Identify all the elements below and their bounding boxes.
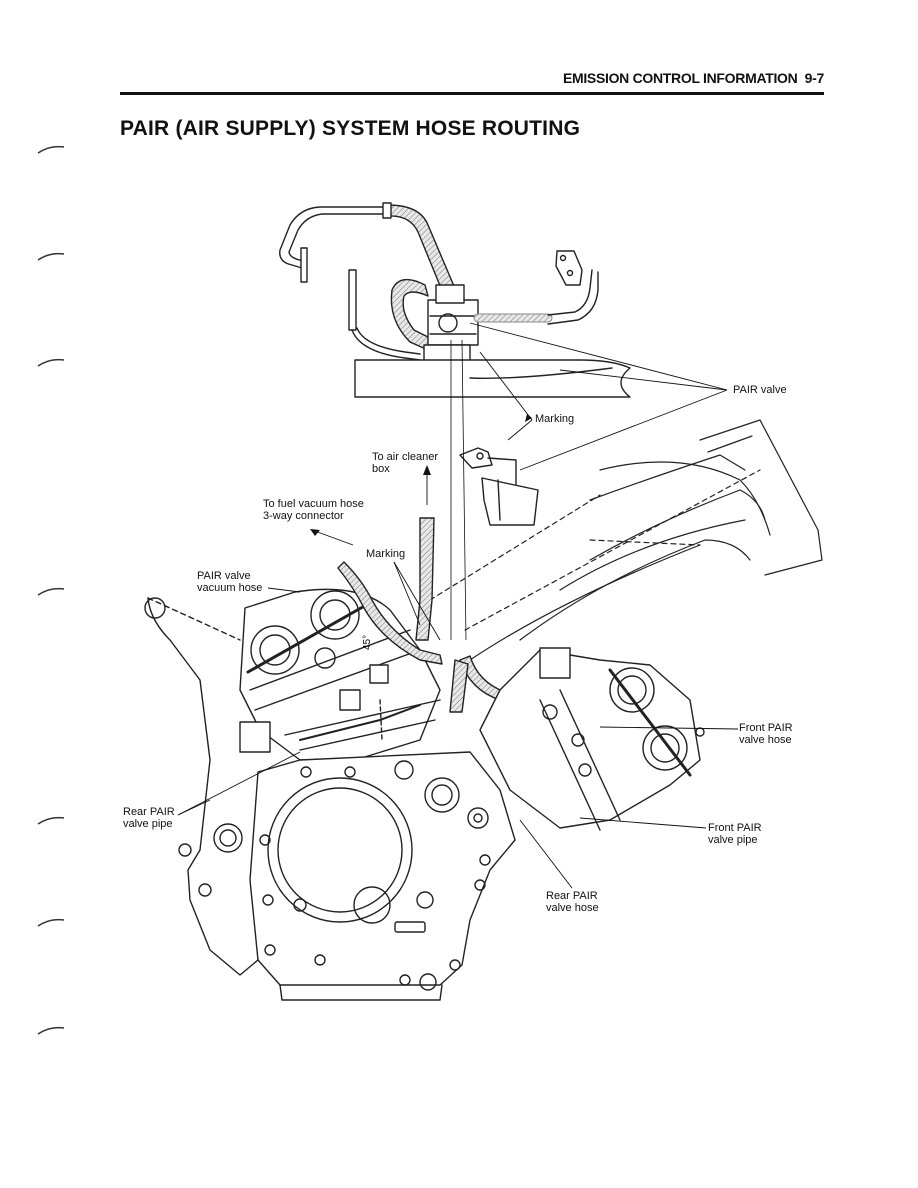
angle-mark: 45° (362, 635, 373, 650)
rear-pair-valve-pipe (299, 704, 421, 741)
page-title: PAIR (AIR SUPPLY) SYSTEM HOSE ROUTING (120, 117, 581, 140)
binder-mark (37, 587, 65, 596)
callout-line: Rear PAIR (546, 890, 598, 902)
engine-mount-bracket (144, 597, 259, 976)
arrow-up-icon (423, 465, 431, 475)
callout-line: valve pipe (708, 834, 758, 846)
callout-marking-upper: Marking (535, 413, 575, 425)
callout-line: Rear PAIR (123, 806, 175, 818)
callout-line: valve hose (739, 734, 792, 746)
callout-pair-valve: PAIR valve (733, 384, 787, 396)
valve-bracket (459, 447, 539, 526)
crankcase (249, 751, 516, 1001)
binder-mark (37, 252, 65, 261)
callout-front-pair-valve-hose: Front PAIR valve hose (739, 722, 793, 746)
air-cleaner-hose (415, 517, 435, 641)
binder-mark (37, 1026, 65, 1035)
header-page-number: 9-7 (804, 70, 825, 86)
page-header: EMISSION CONTROL INFORMATION 9-7 (120, 70, 824, 86)
callout-line: valve hose (546, 902, 599, 914)
callout-line: 3-way connector (263, 510, 344, 522)
rear-pair-valve-hose (449, 659, 469, 713)
callout-front-pair-valve-pipe: Front PAIR valve pipe (708, 822, 762, 846)
header-rule (120, 92, 824, 95)
header-section: EMISSION CONTROL INFORMATION (562, 70, 798, 86)
frame-tubes (429, 419, 823, 661)
pair-vacuum-hose (337, 561, 443, 665)
callout-line: To fuel vacuum hose (263, 498, 364, 510)
binder-mark (37, 145, 65, 154)
callout-line: Front PAIR (708, 822, 762, 834)
binder-mark (37, 918, 65, 927)
arrow-icon (525, 414, 532, 422)
callout-line: vacuum hose (197, 582, 263, 594)
front-cylinder (479, 647, 705, 831)
callout-pair-vacuum-hose: PAIR valve vacuum hose (197, 570, 262, 594)
callout-to-air-cleaner: To air cleaner box (372, 451, 438, 475)
leader-lines (177, 322, 739, 889)
binder-mark (37, 358, 65, 367)
binder-mark (37, 816, 65, 825)
callout-fuel-vacuum-connector: To fuel vacuum hose 3-way connector (263, 498, 364, 522)
callout-line: Front PAIR (739, 722, 793, 734)
callout-marking-lower: Marking (366, 548, 406, 560)
callout-line: valve pipe (123, 818, 173, 830)
callout-rear-pair-valve-hose: Rear PAIR valve hose (546, 890, 599, 914)
rear-cylinder (239, 588, 441, 761)
callout-line: To air cleaner (372, 451, 439, 463)
callout-line: box (372, 463, 390, 475)
arrow-icon (310, 529, 320, 536)
pair-valve-inset (279, 202, 631, 398)
callout-rear-pair-valve-pipe: Rear PAIR valve pipe (123, 806, 175, 830)
callout-line: PAIR valve (197, 570, 251, 582)
